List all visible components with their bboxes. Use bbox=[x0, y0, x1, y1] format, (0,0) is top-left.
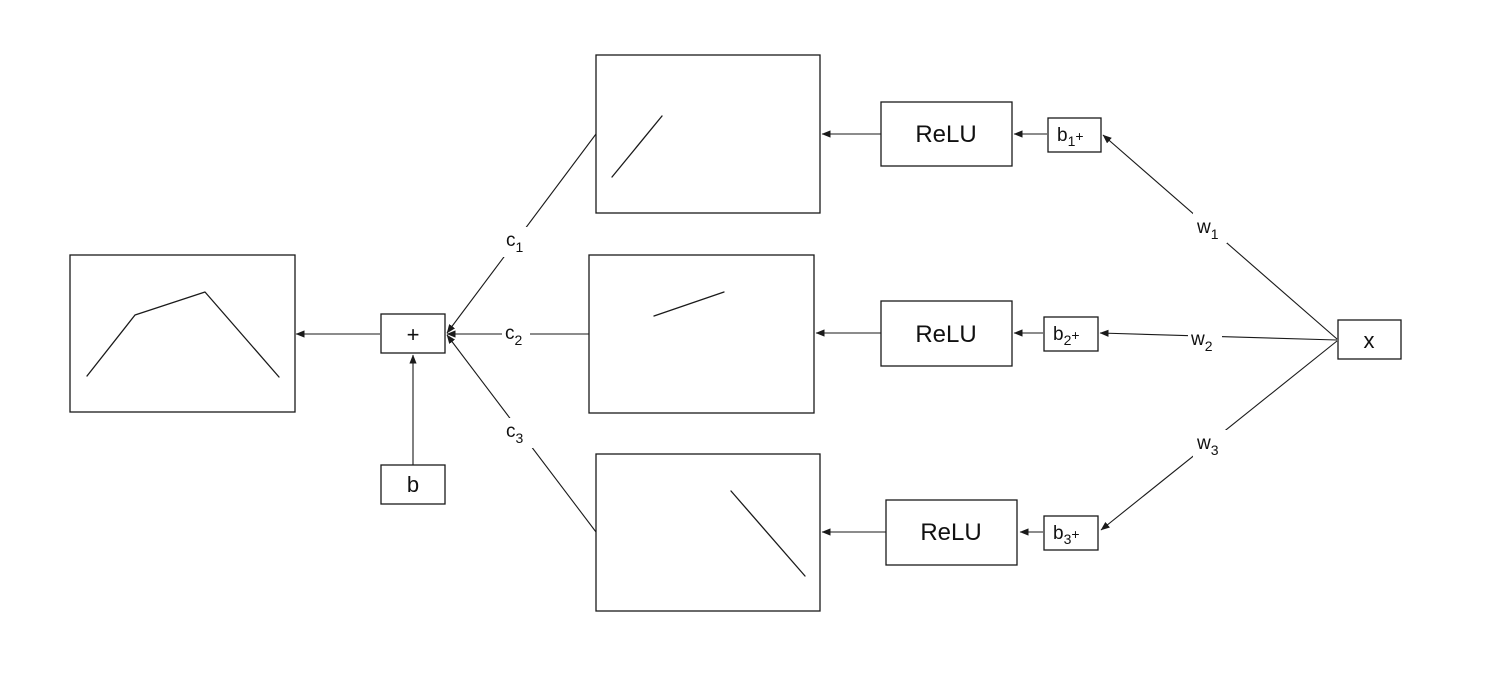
input-x-label: x bbox=[1364, 328, 1375, 353]
relu-label-1: ReLU bbox=[915, 121, 976, 148]
output-curve bbox=[86, 291, 280, 378]
bias-add-node-1: b1+ bbox=[1047, 117, 1102, 153]
bias-add-label-1: b1+ bbox=[1057, 125, 1084, 149]
relu-label-2: ReLU bbox=[915, 321, 976, 348]
relu-node-3: ReLU bbox=[885, 499, 1018, 566]
activation-curve-2 bbox=[653, 291, 725, 317]
bias-add-label-2: b2+ bbox=[1053, 324, 1080, 348]
edge-label-w2: w2 bbox=[1190, 329, 1213, 354]
activation-plot-3 bbox=[595, 453, 821, 612]
relu-node-1: ReLU bbox=[880, 101, 1013, 167]
edge-label-w1: w1 bbox=[1196, 217, 1219, 242]
activation-plot-2 bbox=[588, 254, 815, 414]
bias-add-node-2: b2+ bbox=[1043, 316, 1099, 352]
edge-label-c2: c2 bbox=[505, 323, 523, 348]
edge-label-c3: c3 bbox=[506, 421, 524, 446]
output-plot bbox=[69, 254, 296, 413]
sum-node: + bbox=[380, 313, 446, 354]
input-x-node: x bbox=[1337, 319, 1402, 360]
edge-label-w3: w3 bbox=[1196, 433, 1219, 458]
activation-curve-3 bbox=[730, 490, 806, 577]
activation-plot-1 bbox=[595, 54, 821, 214]
bias-add-node-3: b3+ bbox=[1043, 515, 1099, 551]
bias-b-node: b bbox=[380, 464, 446, 505]
bias-add-label-3: b3+ bbox=[1053, 523, 1080, 547]
sum-label: + bbox=[407, 322, 420, 347]
activation-curve-1 bbox=[611, 115, 663, 178]
bias-b-label: b bbox=[407, 472, 419, 497]
edge-label-c1: c1 bbox=[506, 230, 524, 255]
relu-label-3: ReLU bbox=[920, 519, 981, 546]
relu-node-2: ReLU bbox=[880, 300, 1013, 367]
